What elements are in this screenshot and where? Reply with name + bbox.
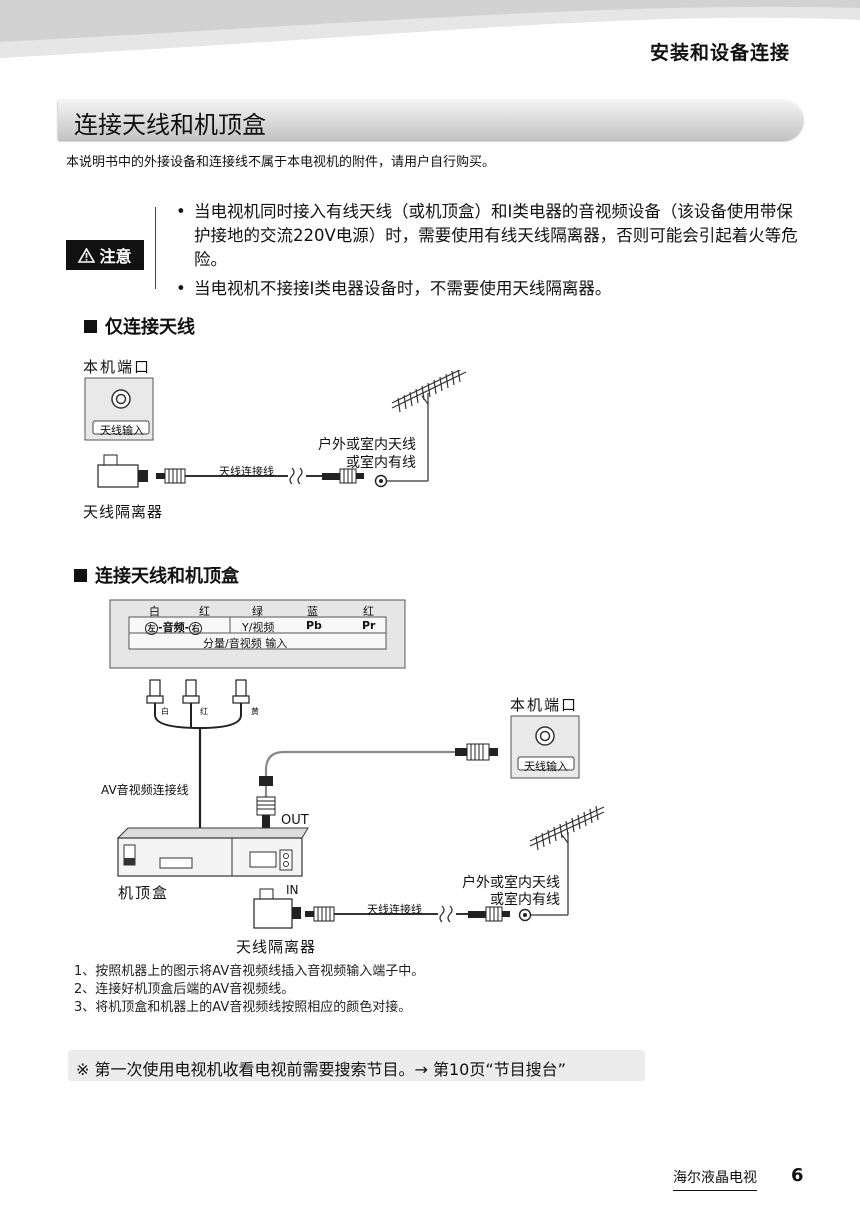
s1-tv-port-label: 本机端口 — [83, 358, 152, 376]
page-title: 连接天线和机顶盒 — [74, 111, 266, 139]
plug-label-yellow: 黄 — [251, 707, 259, 716]
av-cable-label: AV音视频连接线 — [101, 783, 189, 797]
footer-note-text: ※ 第一次使用电视机收看电视前需要搜索节目。→ 第10页“节目搜台” — [76, 1060, 566, 1079]
steps-list: 1、按照机器上的图示将AV音视频线插入音视频输入端子中。 2、连接好机顶盒后端的… — [74, 963, 424, 1017]
s1-cable-plug-left — [156, 468, 186, 484]
s1-antenna-label-1: 户外或室内天线 — [318, 437, 416, 453]
section2-diagram — [109, 599, 605, 929]
page-number: 6 — [791, 1165, 804, 1186]
s2-antenna-label-2: 或室内有线 — [490, 892, 560, 908]
caution-divider — [155, 207, 156, 289]
in-label: IN — [286, 883, 299, 897]
s2-coax-port-icon — [535, 726, 555, 746]
section1-heading: 仅连接天线 — [84, 313, 195, 339]
warning-icon — [78, 247, 96, 263]
intro-text: 本说明书中的外接设备和连接线不属于本电视机的附件，请用户自行购买。 — [66, 155, 496, 170]
s1-isolator-label: 天线隔离器 — [83, 503, 164, 521]
s1-antenna-label-2: 或室内有线 — [346, 455, 416, 471]
s2-tv-plug — [455, 743, 498, 761]
section-title: 安装和设备连接 — [650, 42, 791, 64]
s1-antenna-icon — [391, 370, 467, 413]
step-item: 1、按照机器上的图示将AV音视频线插入音视频输入端子中。 — [74, 964, 425, 979]
panel-color-red: 红 — [199, 605, 210, 618]
s2-isolator-device — [253, 888, 301, 929]
page-title-bar: 连接天线和机顶盒 — [58, 100, 803, 140]
header-swoosh — [0, 0, 860, 58]
section1-heading-text: 仅连接天线 — [105, 317, 195, 338]
panel-color-green: 绿 — [252, 605, 263, 618]
step-item: 3、将机顶盒和机器上的AV音视频线按照相应的颜色对接。 — [74, 1000, 412, 1015]
section1-diagram — [84, 370, 467, 488]
panel-caption: 分量/音视频 输入 — [203, 637, 288, 650]
s2-cable-plug-right — [468, 906, 510, 922]
panel-y-video: Y/视频 — [242, 621, 275, 634]
section2-heading-text: 连接天线和机顶盒 — [95, 566, 239, 587]
section2-heading: 连接天线和机顶盒 — [74, 562, 239, 588]
s2-antenna-input-label: 天线输入 — [524, 760, 568, 773]
plug-label-white: 白 — [161, 707, 169, 716]
stb-label: 机顶盒 — [118, 884, 170, 902]
brand-footer: 海尔液晶电视 — [673, 1167, 757, 1191]
caution-label: 注意 — [99, 247, 132, 266]
square-bullet-icon — [74, 569, 87, 582]
plug-label-red: 红 — [200, 707, 208, 716]
s2-cable-label: 天线连接线 — [367, 903, 422, 916]
s1-coax-port-icon — [111, 389, 131, 409]
s2-rca-plugs — [146, 679, 250, 704]
s2-isolator-label: 天线隔离器 — [236, 938, 317, 956]
s2-set-top-box — [116, 827, 309, 877]
caution-item: 当电视机不接接I类电器设备时，不需要使用天线隔离器。 — [176, 277, 798, 301]
panel-audio-mid: 音频 — [162, 621, 185, 634]
s2-out-plug — [256, 776, 276, 828]
caution-list: 当电视机同时接入有线天线（或机顶盒）和I类电器的音视频设备（该设备使用带保护接地… — [176, 200, 798, 306]
s2-cable-plug-left — [305, 906, 335, 922]
panel-pr: Pr — [362, 619, 376, 632]
panel-audio: 左-音频-右 — [145, 619, 203, 635]
panel-audio-left: 左 — [145, 622, 158, 635]
s1-cable-label: 天线连接线 — [219, 465, 274, 478]
square-bullet-icon — [84, 320, 97, 333]
footer-note-box: ※ 第一次使用电视机收看电视前需要搜索节目。→ 第10页“节目搜台” — [68, 1050, 645, 1081]
s2-tv-port-label: 本机端口 — [510, 696, 579, 714]
panel-color-blue: 蓝 — [307, 605, 318, 618]
s2-antenna-label-1: 户外或室内天线 — [462, 875, 560, 891]
out-label: OUT — [281, 813, 309, 828]
s1-isolator-device — [97, 454, 148, 488]
s2-antenna-icon — [529, 805, 605, 851]
panel-pb: Pb — [306, 619, 322, 632]
caution-item: 当电视机同时接入有线天线（或机顶盒）和I类电器的音视频设备（该设备使用带保护接地… — [176, 200, 798, 272]
panel-color-red-2: 红 — [363, 605, 374, 618]
panel-color-white: 白 — [149, 605, 160, 618]
caution-badge: 注意 — [66, 240, 144, 270]
panel-audio-right: 右 — [189, 622, 203, 635]
s1-antenna-input-label: 天线输入 — [100, 424, 144, 437]
step-item: 2、连接好机顶盒后端的AV音视频线。 — [74, 982, 295, 997]
s1-cable-plug-right — [322, 468, 364, 484]
